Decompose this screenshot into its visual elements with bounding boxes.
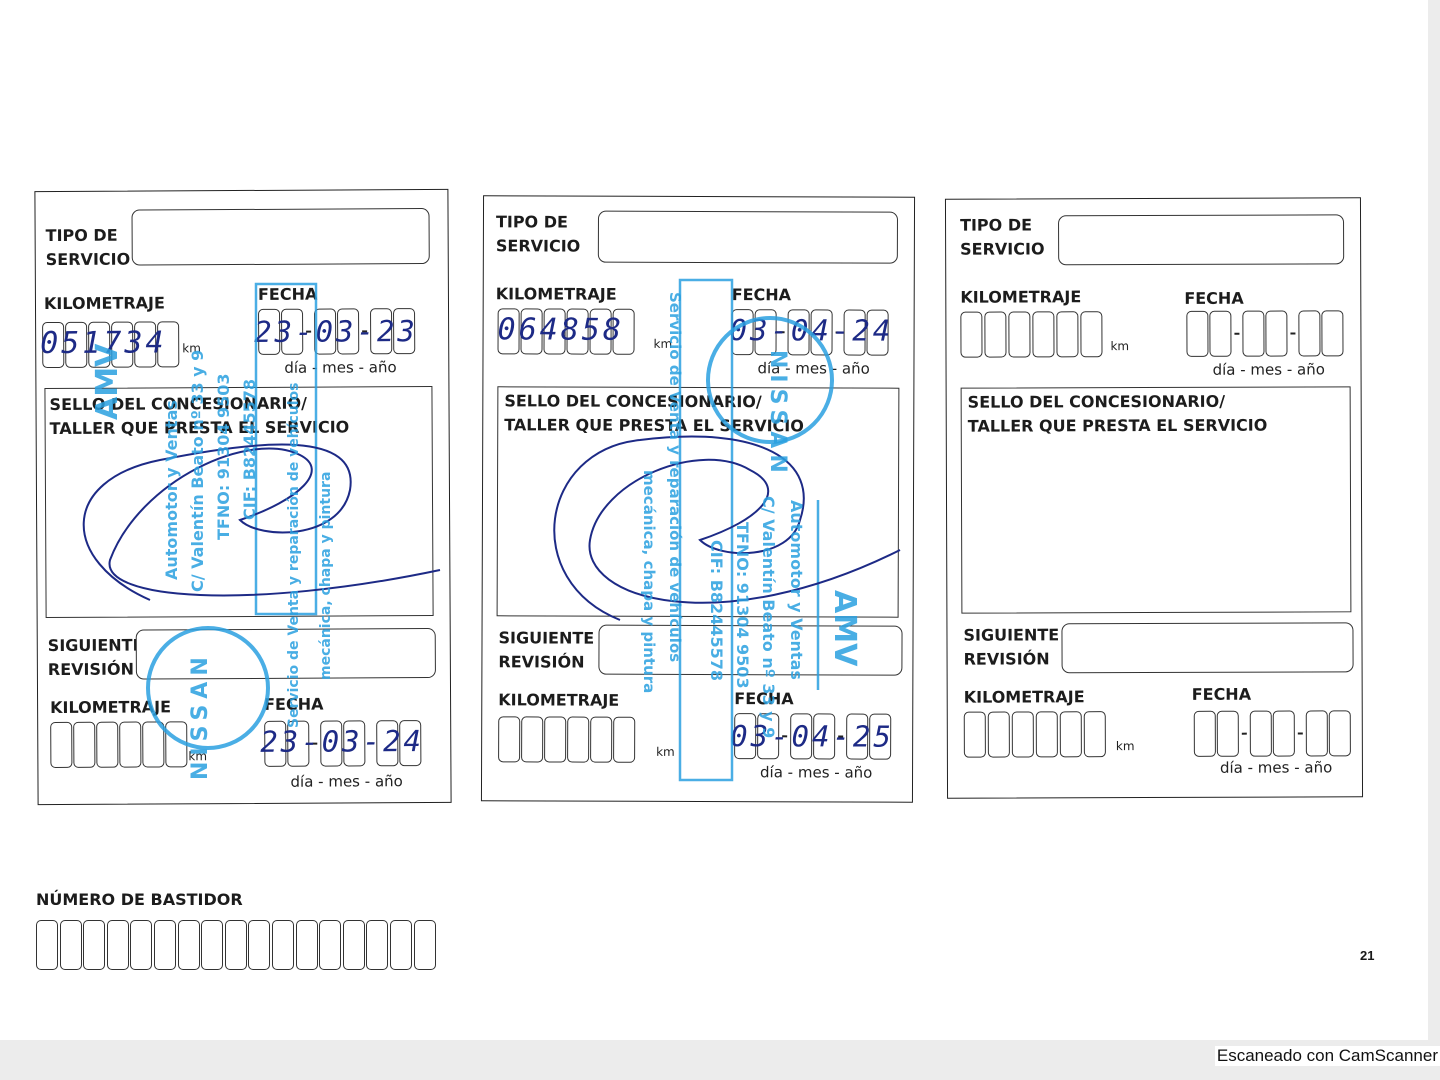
km-unit-3: km bbox=[1110, 339, 1130, 354]
vin-char-box bbox=[130, 920, 153, 970]
kilometraje-label-next-3: KILOMETRAJE bbox=[963, 687, 1085, 707]
dia-mes-ano-next-1: día - mes - año bbox=[290, 772, 403, 791]
vin-char-box bbox=[366, 920, 389, 970]
tipo-servicio-box-3 bbox=[1058, 214, 1345, 266]
page-number: 21 bbox=[1360, 948, 1375, 963]
stamp-1-line3: TFNO: 91304 9503 bbox=[214, 373, 233, 540]
vin-char-box bbox=[201, 920, 224, 970]
stamp-2-line3: TFNO: 91304 9503 bbox=[733, 522, 752, 689]
stamp-1-line1: Automotor y Ventas bbox=[162, 400, 181, 580]
vin-char-box bbox=[413, 920, 436, 970]
stamp-1-brand: NISSAN bbox=[188, 651, 213, 780]
vin-char-box bbox=[319, 920, 342, 970]
vin-char-box bbox=[106, 920, 129, 970]
vin-char-box bbox=[272, 920, 294, 970]
vin-char-box bbox=[177, 920, 200, 970]
date-boxes-next-2 bbox=[484, 196, 914, 760]
dia-mes-ano-1: día - mes - año bbox=[284, 358, 397, 377]
km-boxes-1 bbox=[35, 190, 447, 369]
stamp-1-line6: mecánica, chapa y pintura bbox=[318, 471, 334, 680]
kilometraje-label-2: KILOMETRAJE bbox=[495, 284, 617, 304]
km-boxes-3 bbox=[946, 198, 1360, 358]
km-unit-next-2: km bbox=[656, 744, 675, 759]
numero-bastidor-label: NÚMERO DE BASTIDOR bbox=[36, 890, 243, 909]
vin-char-box bbox=[36, 920, 58, 970]
fecha-handwritten-1: 23-03-23 bbox=[254, 314, 418, 349]
km-handwritten-2: 064858 bbox=[497, 312, 625, 348]
sello-label-3: SELLO DEL CONCESIONARIO/TALLER QUE PREST… bbox=[967, 391, 1268, 436]
stamp-2-line4: CIF: B82445578 bbox=[707, 540, 726, 681]
sello-box-2: SELLO DEL CONCESIONARIO/TALLER QUE PREST… bbox=[496, 386, 900, 618]
date-boxes-2 bbox=[484, 196, 914, 356]
dia-mes-ano-3: día - mes - año bbox=[1212, 360, 1325, 379]
fecha-label-1: FECHA bbox=[257, 284, 318, 304]
stamp-1-line2: C/ Valentín Beato nº 33 y 9 bbox=[188, 349, 207, 592]
vin-char-box bbox=[83, 920, 106, 970]
km-boxes-next-2 bbox=[484, 196, 914, 763]
km-unit-next-3: km bbox=[1115, 739, 1135, 754]
stamp-2-line2: C/ Valentín Beato nº 33 y 9 bbox=[759, 496, 778, 739]
stamp-1-line5: Servicio de Venta y reparación de vehícu… bbox=[286, 382, 302, 728]
kilometraje-label-next-2: KILOMETRAJE bbox=[498, 690, 620, 710]
km-boxes-next-3 bbox=[946, 198, 1360, 758]
fecha-handwritten-2: 03-04-24 bbox=[729, 313, 894, 348]
vin-char-box bbox=[342, 920, 365, 970]
next-fecha-handwritten-1: 23-03-24 bbox=[260, 724, 425, 759]
kilometraje-label-3: KILOMETRAJE bbox=[960, 287, 1082, 307]
date-boxes-next-3 bbox=[946, 198, 1360, 757]
stamp-2-line5: Servicio de Venta y reparación de vehícu… bbox=[666, 292, 684, 663]
scanner-watermark: Escaneado con CamScanner bbox=[1214, 1046, 1440, 1066]
fecha-label-3: FECHA bbox=[1184, 288, 1244, 308]
stamp-2-dealer-code: AMV bbox=[827, 590, 862, 667]
stamp-1-line4: CIF: B82445578 bbox=[240, 379, 259, 520]
fecha-label-next-3: FECHA bbox=[1191, 684, 1252, 704]
stamp-2-line6: mecánica, chapa y pintura bbox=[640, 470, 658, 694]
stamp-1-dealer-code: AMV bbox=[90, 343, 125, 420]
sello-label-2: SELLO DEL CONCESIONARIO/TALLER QUE PREST… bbox=[504, 391, 804, 436]
date-boxes-3 bbox=[946, 198, 1360, 357]
date-boxes-1 bbox=[35, 190, 447, 355]
vin-char-box bbox=[295, 920, 318, 970]
km-boxes-2 bbox=[484, 196, 914, 355]
next-fecha-handwritten-2: 03-04-25 bbox=[730, 719, 894, 754]
stamp-2-line1: Automotor y Ventas bbox=[787, 500, 806, 680]
siguiente-box-3 bbox=[1061, 622, 1354, 674]
dia-mes-ano-next-3: día - mes - año bbox=[1219, 758, 1333, 777]
kilometraje-label-1: KILOMETRAJE bbox=[43, 293, 165, 314]
date-boxes-next-1 bbox=[35, 190, 447, 767]
vin-char-box bbox=[59, 920, 82, 970]
vin-char-box bbox=[224, 920, 247, 970]
tipo-servicio-box-2 bbox=[597, 210, 899, 264]
stamp-2-brand: NISSAN bbox=[765, 350, 790, 479]
vin-char-box bbox=[390, 920, 412, 970]
fecha-label-2: FECHA bbox=[731, 285, 792, 305]
dia-mes-ano-next-2: día - mes - año bbox=[760, 763, 873, 782]
tipo-servicio-box-1 bbox=[131, 208, 430, 266]
vin-char-box bbox=[154, 920, 176, 970]
kilometraje-label-next-1: KILOMETRAJE bbox=[50, 697, 172, 718]
vin-char-box bbox=[248, 920, 271, 970]
sello-box-3: SELLO DEL CONCESIONARIO/TALLER QUE PREST… bbox=[960, 386, 1352, 614]
km-boxes-next-1 bbox=[35, 190, 447, 769]
